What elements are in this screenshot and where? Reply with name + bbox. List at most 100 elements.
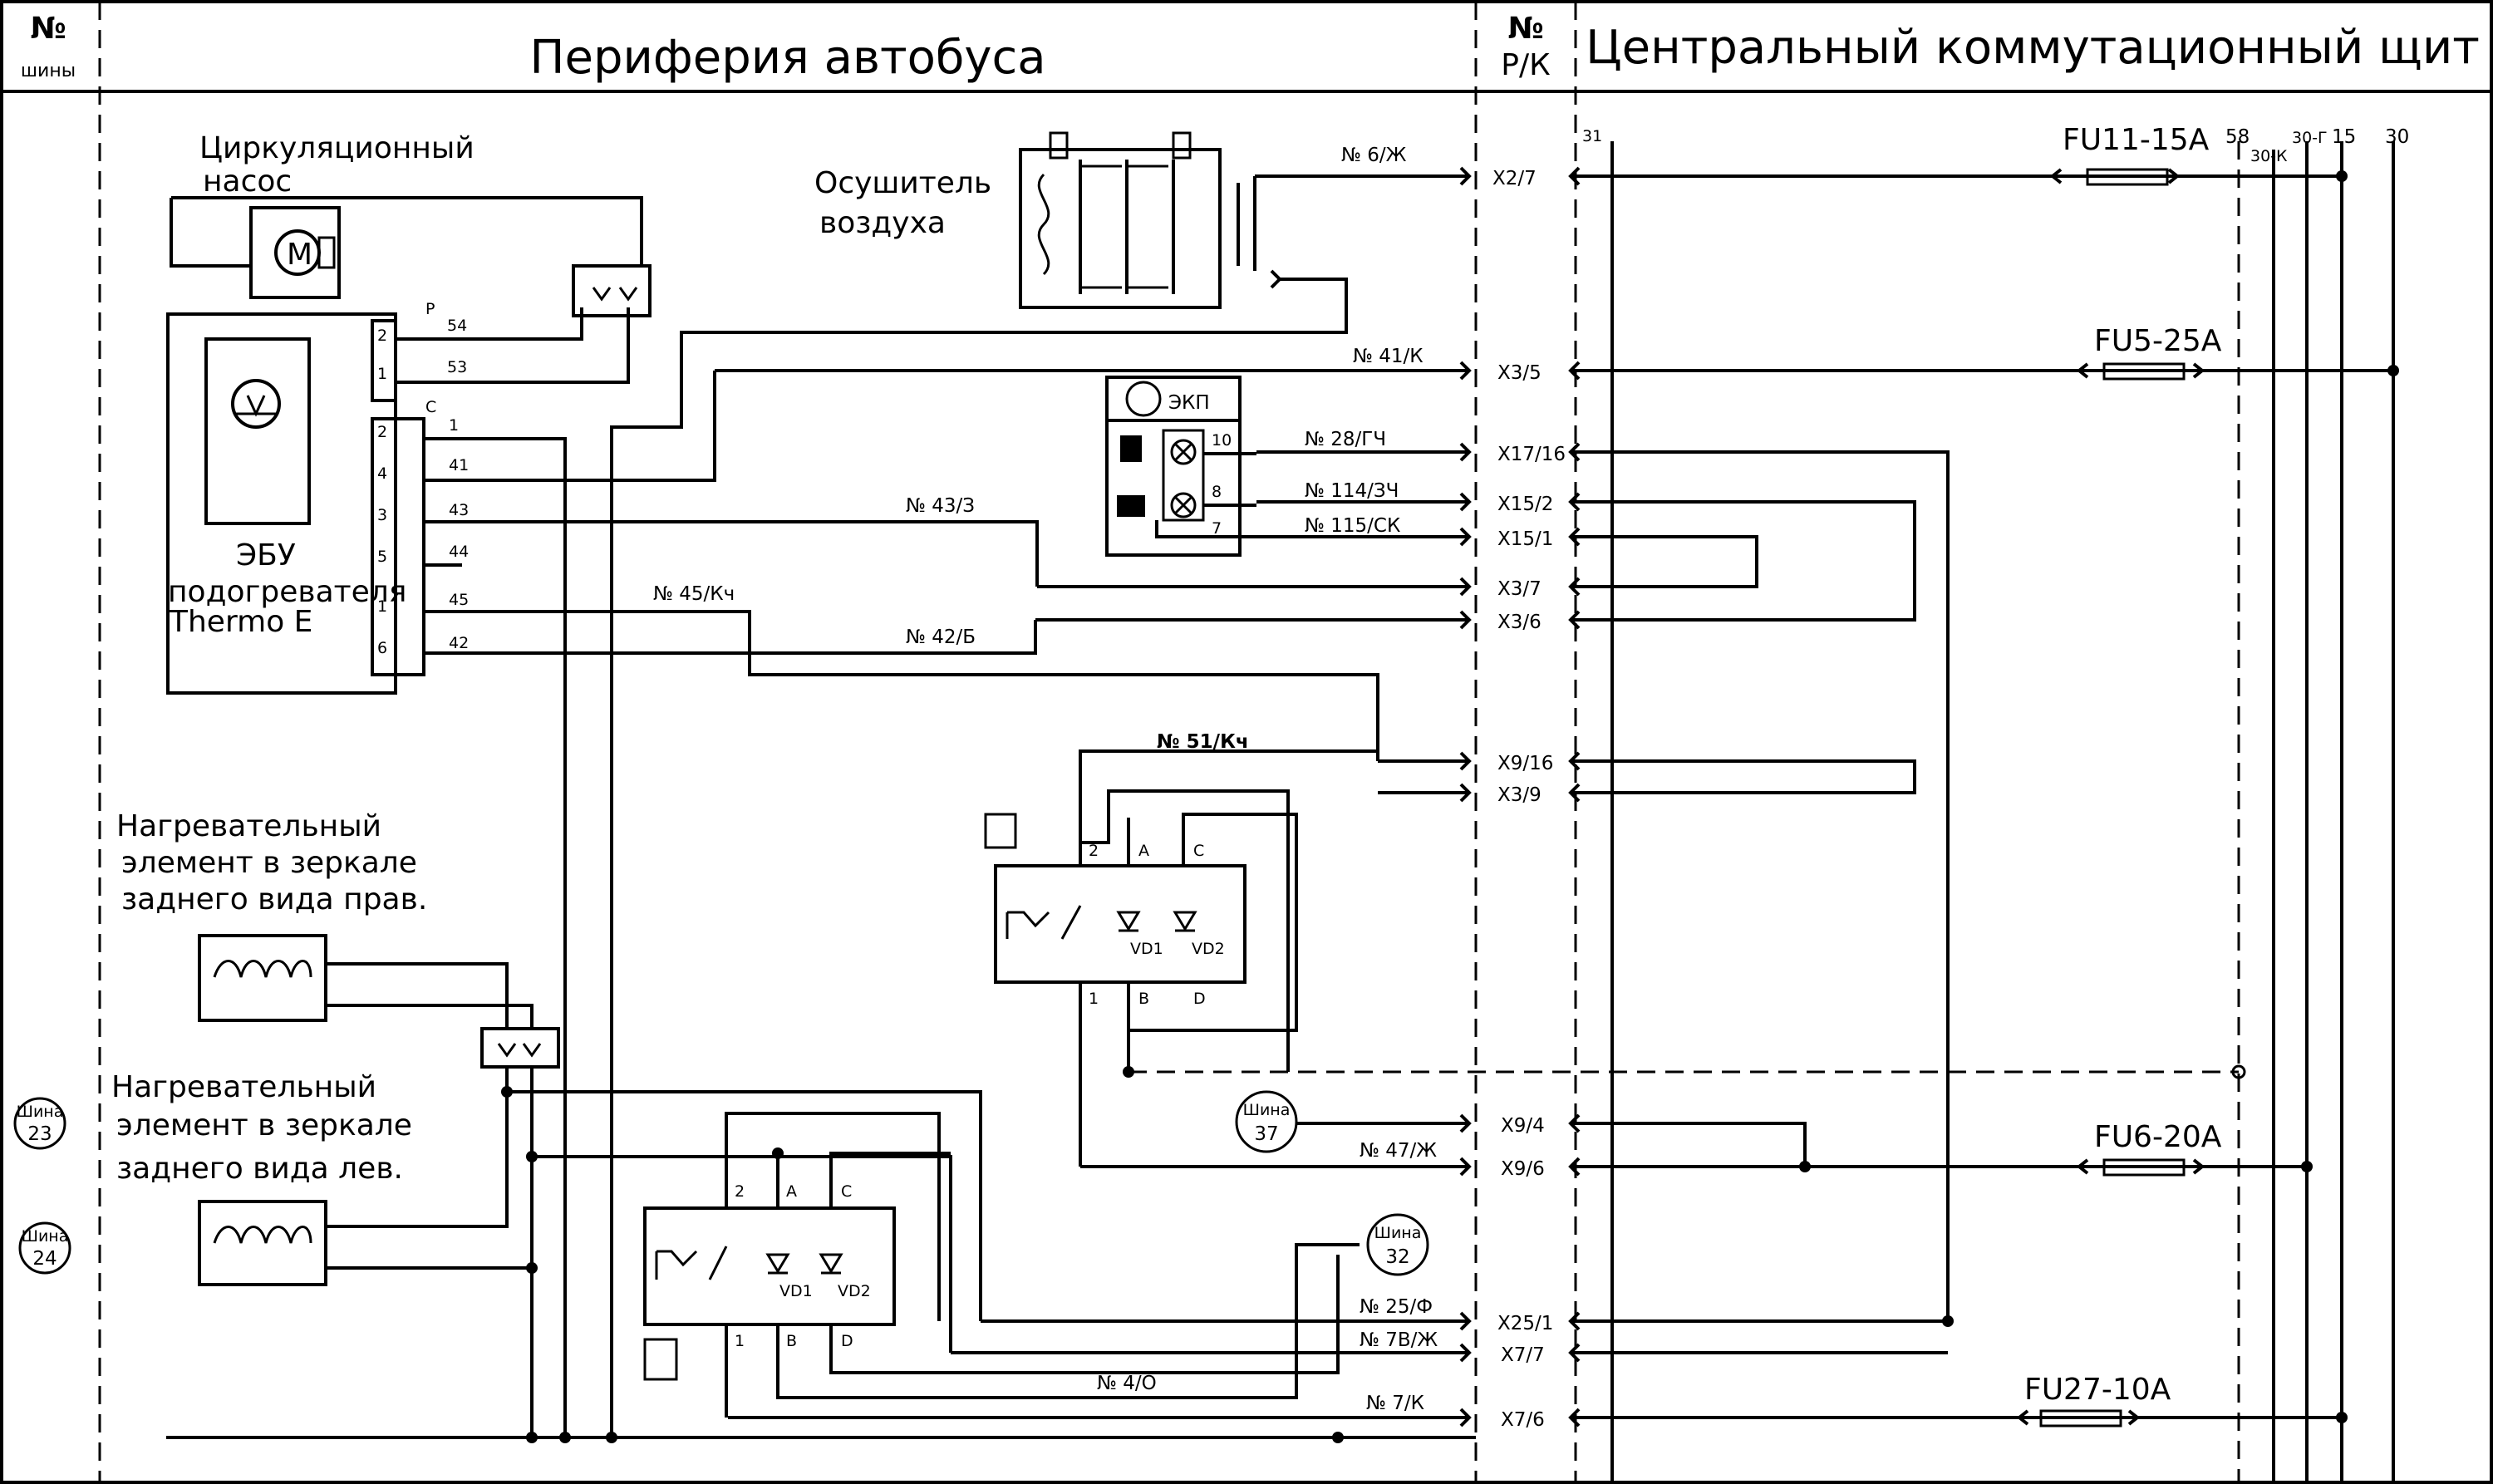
- ecu-lower-wire-4: 44: [449, 543, 469, 561]
- bus-tag-24-word: Шина: [22, 1227, 69, 1246]
- bus-tag-37-num: 37: [1254, 1123, 1278, 1145]
- ekp-pin-7: 7: [1212, 519, 1222, 538]
- conn-x15-1: X15/1: [1497, 528, 1553, 550]
- sw1-pin-1: 1: [1089, 990, 1099, 1008]
- ecu-label-3: Thermo E: [169, 605, 312, 639]
- ecu-lower-wire-3: 43: [449, 501, 469, 519]
- wire-7: № 7/К: [1366, 1393, 1424, 1414]
- pump-connector: [572, 264, 652, 317]
- ecu-lower-pin-1: 2: [377, 423, 387, 441]
- ecu-lower-wire-1: 1: [449, 416, 459, 435]
- fuse-fu27-label: FU27-10A: [2024, 1373, 2171, 1407]
- ecu-heater: ЭБУ подогревателя Thermo E Р 2 1 54 53 С…: [166, 300, 1379, 1437]
- ekp-label: ЭКП: [1168, 392, 1210, 414]
- bus-tag-23: Шина 23: [13, 1097, 66, 1150]
- wire-25: № 25/Ф: [1360, 1296, 1433, 1318]
- fuse-fu11-label: FU11-15A: [2063, 123, 2210, 157]
- bus-tag-32: Шина 32: [1366, 1213, 1429, 1276]
- ecu-lower-pin-4: 5: [377, 548, 387, 566]
- conn-x3-9: X3/9: [1497, 784, 1542, 806]
- air-dryer: Осушитель воздуха: [610, 131, 1348, 1437]
- wire-41: № 41/К: [1353, 346, 1424, 367]
- conn-x3-7: X3/7: [1497, 578, 1542, 600]
- bus-tag-37-word: Шина: [1243, 1101, 1291, 1119]
- sw1-pin-2: 2: [1089, 842, 1099, 860]
- sw1-vd2: VD2: [1192, 940, 1225, 958]
- fuses: FU11-15A FU5-25A FU6-20A FU27-10A: [1799, 123, 2399, 1427]
- panel-title: Центральный коммутационный щит: [1586, 21, 2480, 75]
- fuse-fu6: FU6-20A: [2076, 1120, 2222, 1177]
- wire-6: № 6/Ж: [1341, 145, 1407, 166]
- wire-78: № 7В/Ж: [1360, 1329, 1438, 1351]
- ekp-pin-10: 10: [1212, 431, 1232, 450]
- bus-30g-label: 30-Г: [2292, 129, 2328, 147]
- wire-42: № 42/Б: [906, 627, 976, 648]
- bus-no-subheader: шины: [21, 61, 76, 81]
- ecu-upper-pin-1: 2: [377, 327, 387, 345]
- sw2-pin-d: D: [841, 1332, 853, 1350]
- conn-x9-16: X9/16: [1497, 753, 1553, 774]
- ecu-lower-pin-5: 1: [377, 597, 387, 616]
- bus-58-label: 58: [2225, 126, 2250, 148]
- conn-x9-6: X9/6: [1501, 1158, 1545, 1180]
- pump-label-1: Циркуляционный: [199, 131, 475, 165]
- ecu-lower-wire-6: 42: [449, 634, 469, 652]
- sw2-pin-a: A: [786, 1182, 797, 1201]
- conn-x3-6: X3/6: [1497, 612, 1542, 633]
- conn-x25-1: X25/1: [1497, 1313, 1553, 1334]
- sw2-pin-2: 2: [735, 1182, 745, 1201]
- fuse-fu6-label: FU6-20A: [2094, 1120, 2222, 1154]
- conn-x3-5: X3/5: [1497, 362, 1542, 384]
- sw2-vd2: VD2: [838, 1282, 871, 1300]
- wire-4: № 4/О: [1097, 1373, 1157, 1394]
- rk-no-subheader: Р/К: [1501, 48, 1550, 82]
- sw2-pin-b: B: [786, 1332, 797, 1350]
- ecu-upper-wire-1: 54: [447, 317, 467, 335]
- sw2-vd1: VD1: [779, 1282, 813, 1300]
- heater-left-label-1: Нагревательный: [111, 1070, 376, 1104]
- bus-tag-23-word: Шина: [17, 1103, 64, 1121]
- wire-45: № 45/Кч: [653, 583, 735, 605]
- bus-30-label: 30: [2385, 126, 2409, 148]
- heater-left-label-2: элемент в зеркале: [116, 1108, 412, 1142]
- sw2-pin-c: C: [841, 1182, 852, 1201]
- wire-47: № 47/Ж: [1360, 1140, 1437, 1162]
- dryer-label-2: воздуха: [819, 206, 946, 240]
- sw1-pin-c: C: [1193, 842, 1204, 860]
- sw1-pin-b: B: [1138, 990, 1149, 1008]
- bus-tag-37: Шина 37: [1235, 1090, 1298, 1153]
- bus-tag-32-word: Шина: [1374, 1224, 1422, 1242]
- heater-right-label-2: элемент в зеркале: [121, 846, 417, 880]
- ecu-lower-pin-6: 6: [377, 639, 387, 657]
- wire-28: № 28/ГЧ: [1305, 429, 1386, 450]
- bus-tag-24: Шина 24: [18, 1221, 71, 1275]
- wire-114: № 114/ЗЧ: [1305, 480, 1399, 502]
- conn-x7-7: X7/7: [1501, 1344, 1545, 1366]
- bus-tag-32-num: 32: [1385, 1246, 1409, 1268]
- rk-no-header: №: [1507, 12, 1543, 46]
- sw2-pin-1: 1: [735, 1332, 745, 1350]
- fuse-fu5: FU5-25A: [2076, 324, 2222, 381]
- heater-connector: [480, 1027, 560, 1069]
- wire-43: № 43/З: [906, 495, 975, 517]
- conn-x2-7: X2/7: [1492, 168, 1537, 189]
- bus-31-label: 31: [1582, 127, 1602, 145]
- switch-upper: № 51/Кч 2 A C 1 B D VD1 VD2: [984, 731, 2246, 1167]
- wire-115: № 115/СК: [1305, 515, 1400, 537]
- sw1-pin-d: D: [1193, 990, 1206, 1008]
- bus-tag-24-num: 24: [32, 1248, 57, 1270]
- heater-right: Нагревательный элемент в зеркале заднего…: [116, 809, 560, 1157]
- switch-lower: № 4/О 2 A C 1 B D VD1 VD2: [166, 1112, 1476, 1443]
- pump-label-2: насос: [203, 165, 292, 199]
- ecu-p: Р: [425, 300, 435, 318]
- conn-x7-6: X7/6: [1501, 1409, 1545, 1431]
- ecu-c: С: [425, 398, 436, 416]
- ecu-label-2: подогревателя: [168, 575, 406, 609]
- bus-15-label: 15: [2332, 126, 2356, 148]
- wire-51: № 51/Кч: [1157, 731, 1249, 753]
- fuse-fu27: FU27-10A: [2016, 1373, 2171, 1427]
- conn-x9-4: X9/4: [1501, 1115, 1545, 1137]
- ecu-lower-wire-5: 45: [449, 591, 469, 609]
